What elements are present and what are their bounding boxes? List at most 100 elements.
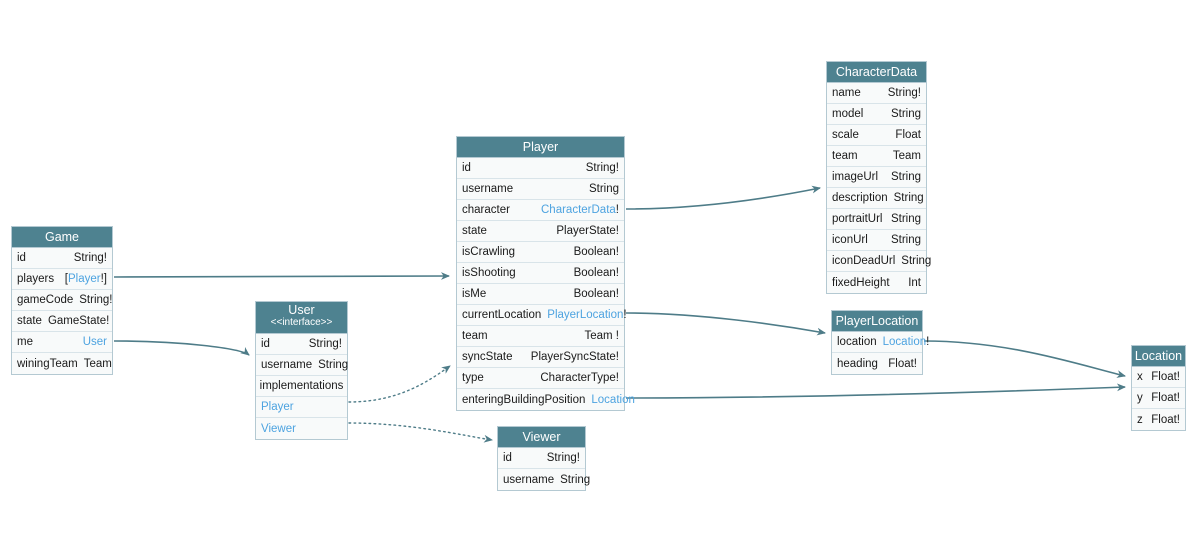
field-name: model	[832, 108, 864, 120]
field-name: iconUrl	[832, 234, 868, 246]
field-type: String	[318, 359, 349, 371]
implementation-row[interactable]: Player	[256, 397, 347, 418]
field-name: me	[17, 336, 33, 348]
field-name: z	[1137, 413, 1143, 426]
field-type: CharacterData!	[541, 204, 619, 216]
field-name: state	[462, 225, 487, 237]
field-type: String!	[308, 338, 342, 350]
field-type: Team	[83, 357, 112, 370]
field-row[interactable]: isCrawling Boolean!	[457, 242, 624, 263]
field-row[interactable]: type CharacterType!	[457, 368, 624, 389]
field-row[interactable]: location Location!	[832, 332, 929, 353]
field-type: PlayerSyncState!	[530, 351, 619, 363]
field-name: location	[837, 336, 877, 348]
field-type: String	[893, 192, 924, 204]
field-type: Float!	[888, 357, 917, 370]
field-type: Location!	[882, 336, 930, 348]
field-type: [Player!]	[64, 273, 107, 285]
field-name: username	[261, 359, 313, 371]
field-row[interactable]: players [Player!]	[12, 269, 112, 290]
field-name: id	[503, 452, 512, 464]
field-type-reference[interactable]: Location	[591, 393, 635, 406]
field-type-reference[interactable]: Location	[882, 336, 927, 348]
field-type: String	[890, 108, 921, 120]
field-row[interactable]: model String	[827, 104, 926, 125]
field-name: description	[832, 192, 888, 204]
field-type: CharacterType!	[540, 372, 619, 384]
implementation-link[interactable]: Viewer	[261, 422, 296, 435]
field-name: team	[462, 330, 488, 342]
field-name: fixedHeight	[832, 276, 890, 289]
field-type: Boolean!	[573, 246, 619, 258]
field-type: String!	[79, 294, 113, 306]
field-name: isCrawling	[462, 246, 516, 258]
field-name: id	[17, 252, 26, 264]
field-row[interactable]: state GameState!	[12, 311, 112, 332]
field-type: Team	[892, 150, 921, 162]
field-row[interactable]: description String	[827, 188, 926, 209]
field-name: players	[17, 273, 55, 285]
edge-game-me-to-user	[113, 340, 250, 356]
field-type: GameState!	[47, 315, 110, 327]
implementation-row[interactable]: Viewer	[256, 418, 347, 439]
implementation-link[interactable]: Player	[261, 401, 294, 413]
entity-header-player: Player	[457, 137, 624, 158]
field-name: type	[462, 372, 484, 384]
field-type: String!	[73, 252, 107, 264]
field-row[interactable]: id String!	[12, 248, 112, 269]
field-type: PlayerLocation!	[547, 309, 627, 321]
field-name: scale	[832, 129, 859, 141]
field-type: Float	[895, 129, 921, 141]
field-type: Boolean!	[573, 288, 619, 300]
field-row[interactable]: username String	[256, 355, 349, 376]
field-row[interactable]: team Team	[827, 146, 926, 167]
entity-stereotype-user: <<interface>>	[270, 317, 333, 329]
entity-header-game: Game	[12, 227, 112, 248]
field-row[interactable]: me User	[12, 332, 112, 353]
field-type-reference[interactable]: User	[82, 336, 107, 348]
field-type-reference[interactable]: Player	[68, 273, 101, 285]
field-name: isMe	[462, 288, 487, 300]
field-name: state	[17, 315, 42, 327]
field-type-reference[interactable]: PlayerLocation	[547, 309, 624, 321]
field-name: team	[832, 150, 858, 162]
implementations-label: implementations	[259, 380, 344, 392]
edge-user-implements-player	[348, 365, 451, 403]
field-row[interactable]: isMe Boolean!	[457, 284, 624, 305]
field-row[interactable]: scale Float	[827, 125, 926, 146]
edge-player-currentlocation-to-playerlocation	[625, 312, 826, 336]
field-type-reference[interactable]: CharacterData	[541, 204, 616, 216]
edge-user-implements-viewer	[348, 422, 493, 443]
